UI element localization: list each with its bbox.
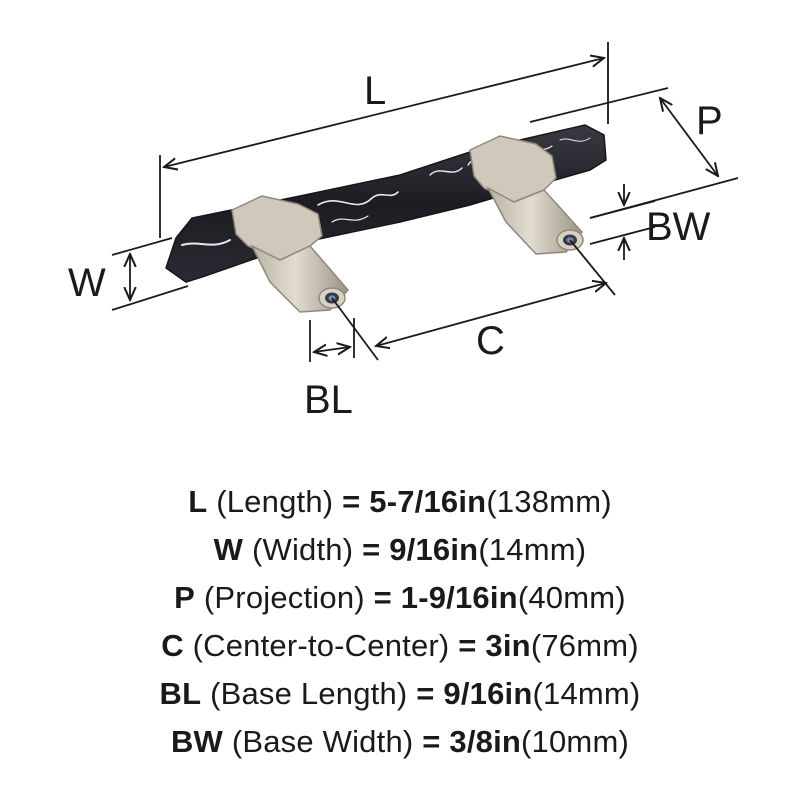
spec-name: (Length) [216,484,334,519]
spec-code: P [174,580,196,615]
spec-name: (Center-to-Center) [192,628,450,663]
spec-row-base-length: BL (Base Length) = 9/16in(14mm) [0,670,800,718]
cabinet-pull-illustration [165,124,607,313]
spec-equals: = [362,532,381,567]
spec-imperial: 3/8in [449,724,522,759]
spec-row-projection: P (Projection) = 1-9/16in(40mm) [0,574,800,622]
spec-code: BL [159,676,202,711]
spec-row-length: L (Length) = 5-7/16in(138mm) [0,478,800,526]
spec-name: (Base Width) [231,724,414,759]
dimension-lines [111,42,739,362]
dimension-arrow [164,58,604,167]
spec-imperial: 9/16in [443,676,533,711]
spec-metric: (14mm) [478,532,587,567]
spec-metric: (10mm) [521,724,630,759]
label-C: C [476,319,505,363]
spec-row-base-width: BW (Base Width) = 3/8in(10mm) [0,718,800,766]
dimension-arrow [314,347,350,352]
spec-metric: (76mm) [530,628,639,663]
label-BL: BL [304,378,353,422]
label-L: L [364,69,386,113]
spec-equals: = [416,676,435,711]
label-P: P [696,99,723,143]
spec-equals: = [458,628,477,663]
dimension-arrow [660,98,718,176]
spec-code: W [213,532,244,567]
label-BW: BW [646,205,711,249]
spec-metric: (138mm) [486,484,612,519]
spec-name: (Width) [251,532,354,567]
spec-equals: = [373,580,392,615]
spec-equals: = [342,484,361,519]
spec-code: C [161,628,184,663]
label-W: W [68,261,106,305]
spec-metric: (14mm) [532,676,641,711]
spec-name: (Projection) [203,580,365,615]
spec-imperial: 5-7/16in [369,484,487,519]
spec-metric: (40mm) [517,580,626,615]
spec-row-center-to-center: C (Center-to-Center) = 3in(76mm) [0,622,800,670]
dimension-diagram: L W P BW C BL [68,42,739,422]
spec-imperial: 1-9/16in [400,580,518,615]
dimension-arrow [376,283,606,346]
spec-equals: = [422,724,441,759]
spec-code: L [188,484,208,519]
spec-code: BW [170,724,224,759]
spec-name: (Base Length) [210,676,408,711]
spec-row-width: W (Width) = 9/16in(14mm) [0,526,800,574]
left-post [231,195,349,313]
spec-list: L (Length) = 5-7/16in(138mm) W (Width) =… [0,478,800,766]
spec-imperial: 9/16in [389,532,479,567]
spec-imperial: 3in [485,628,531,663]
